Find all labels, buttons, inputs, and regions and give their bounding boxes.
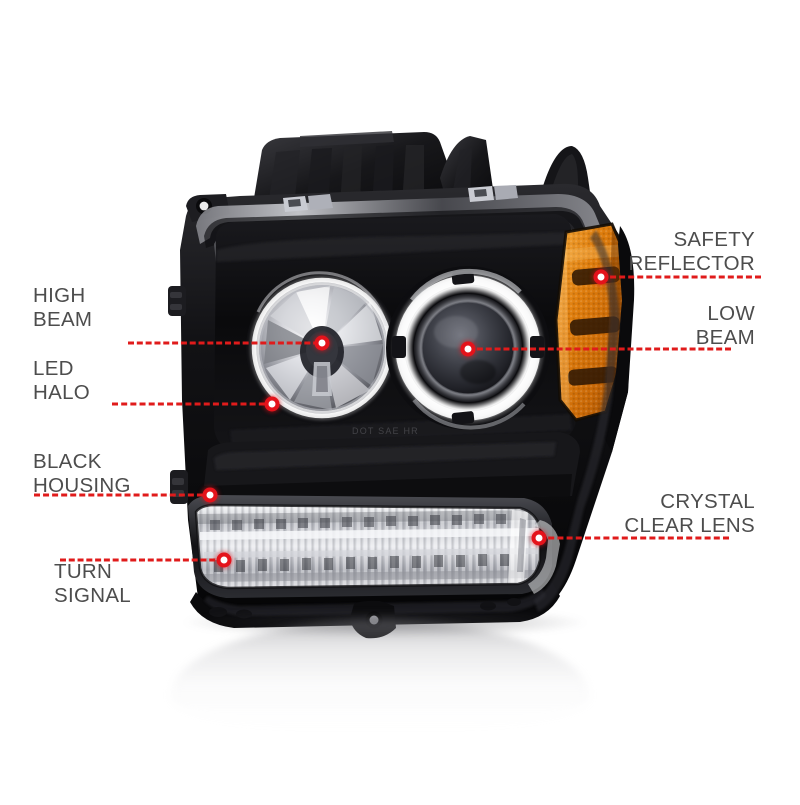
callout-dot-led-halo[interactable] bbox=[264, 396, 280, 412]
callout-label-crystal-clear-lens: CRYSTAL CLEAR LENS bbox=[624, 490, 755, 537]
leader-line-low-beam bbox=[468, 347, 731, 351]
callout-dot-crystal-clear-lens[interactable] bbox=[531, 530, 547, 546]
leader-line-safety-reflector bbox=[601, 275, 761, 279]
bottom-mounting-rail bbox=[190, 582, 560, 639]
lower-housing-panel bbox=[204, 432, 580, 506]
callout-dot-low-beam[interactable] bbox=[460, 341, 476, 357]
callout-dot-turn-signal[interactable] bbox=[216, 552, 232, 568]
side-clip-upper bbox=[168, 286, 186, 316]
callout-label-low-beam: LOW BEAM bbox=[695, 302, 755, 349]
reflector-slot-3 bbox=[567, 366, 619, 386]
lens-clamp-hardware bbox=[283, 185, 518, 212]
leader-line-led-halo bbox=[112, 402, 274, 406]
callout-dot-black-housing[interactable] bbox=[202, 487, 218, 503]
leader-line-high-beam bbox=[128, 341, 328, 345]
callout-label-high-beam: HIGH BEAM bbox=[33, 284, 93, 331]
upper-mounting-bracket bbox=[252, 131, 494, 214]
outer-lens-edge bbox=[534, 230, 620, 612]
callout-label-led-halo: LED HALO bbox=[33, 357, 91, 404]
leader-line-black-housing bbox=[34, 493, 212, 497]
turn-signal-lens bbox=[188, 495, 552, 598]
leader-line-crystal-clear-lens bbox=[539, 536, 729, 540]
callout-label-black-housing: BLACK HOUSING bbox=[33, 450, 131, 497]
side-clip-lower bbox=[170, 470, 188, 504]
callout-dot-safety-reflector[interactable] bbox=[593, 269, 609, 285]
ground-reflection bbox=[170, 620, 590, 730]
callout-label-turn-signal: TURN SIGNAL bbox=[54, 560, 131, 607]
lower-mount-tab bbox=[350, 600, 396, 639]
rear-bulb-cap bbox=[543, 146, 592, 214]
corner-lens-highlight bbox=[528, 520, 560, 594]
callout-dot-high-beam[interactable] bbox=[314, 335, 330, 351]
svg-text:DOT SAE HR: DOT SAE HR bbox=[352, 426, 419, 436]
drop-shadow bbox=[185, 612, 585, 638]
leader-line-turn-signal bbox=[60, 558, 224, 562]
callout-label-safety-reflector: SAFETY REFLECTOR bbox=[628, 228, 755, 275]
